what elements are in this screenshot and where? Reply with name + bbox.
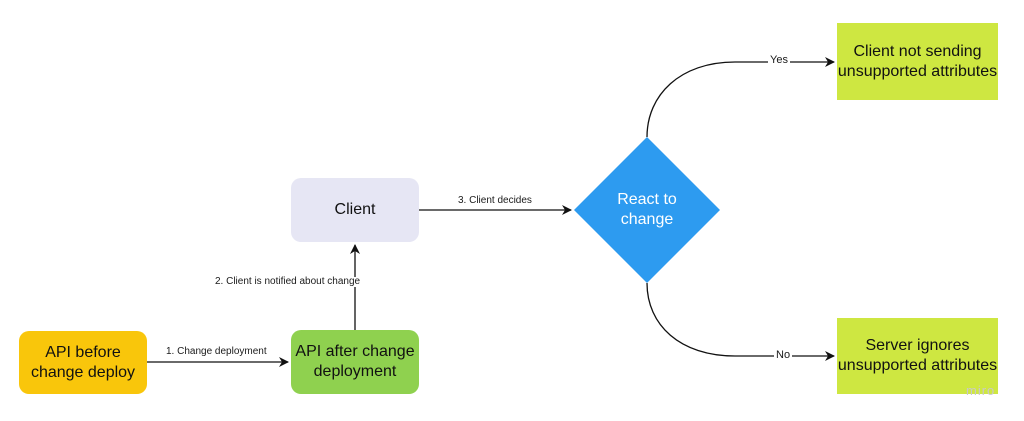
edge-no: [646, 282, 835, 361]
edge-label-client-notified: 2. Client is notified about change: [215, 276, 361, 287]
node-outcome-yes[interactable]: Client not sending unsupported attribute…: [837, 23, 998, 100]
edge-label-client-decides: 3. Client decides: [458, 195, 532, 206]
node-client-label: Client: [334, 201, 376, 218]
node-react-label: React to change: [617, 191, 677, 228]
node-outcome-yes-label: Client not sending unsupported attribute…: [837, 42, 998, 80]
node-react-decision[interactable]: React to change: [574, 137, 720, 283]
node-api-after-label: API after change deployment: [295, 343, 415, 380]
node-api-after[interactable]: API after change deployment: [291, 330, 419, 394]
node-outcome-no-label: Server ignores unsupported attributes: [837, 337, 998, 374]
miro-watermark: miro: [966, 383, 996, 398]
edge-label-yes: Yes: [768, 54, 790, 66]
decision-diamond-shape: [574, 137, 720, 283]
node-outcome-no[interactable]: Server ignores unsupported attributes: [837, 318, 998, 394]
node-api-before[interactable]: API before change deploy: [19, 331, 147, 394]
node-api-before-label: API before change deploy: [30, 343, 136, 381]
edge-label-change-deployment: 1. Change deployment: [166, 346, 267, 357]
edge-label-no: No: [774, 349, 793, 361]
edge-yes: [646, 57, 835, 138]
node-client[interactable]: Client: [291, 178, 419, 242]
